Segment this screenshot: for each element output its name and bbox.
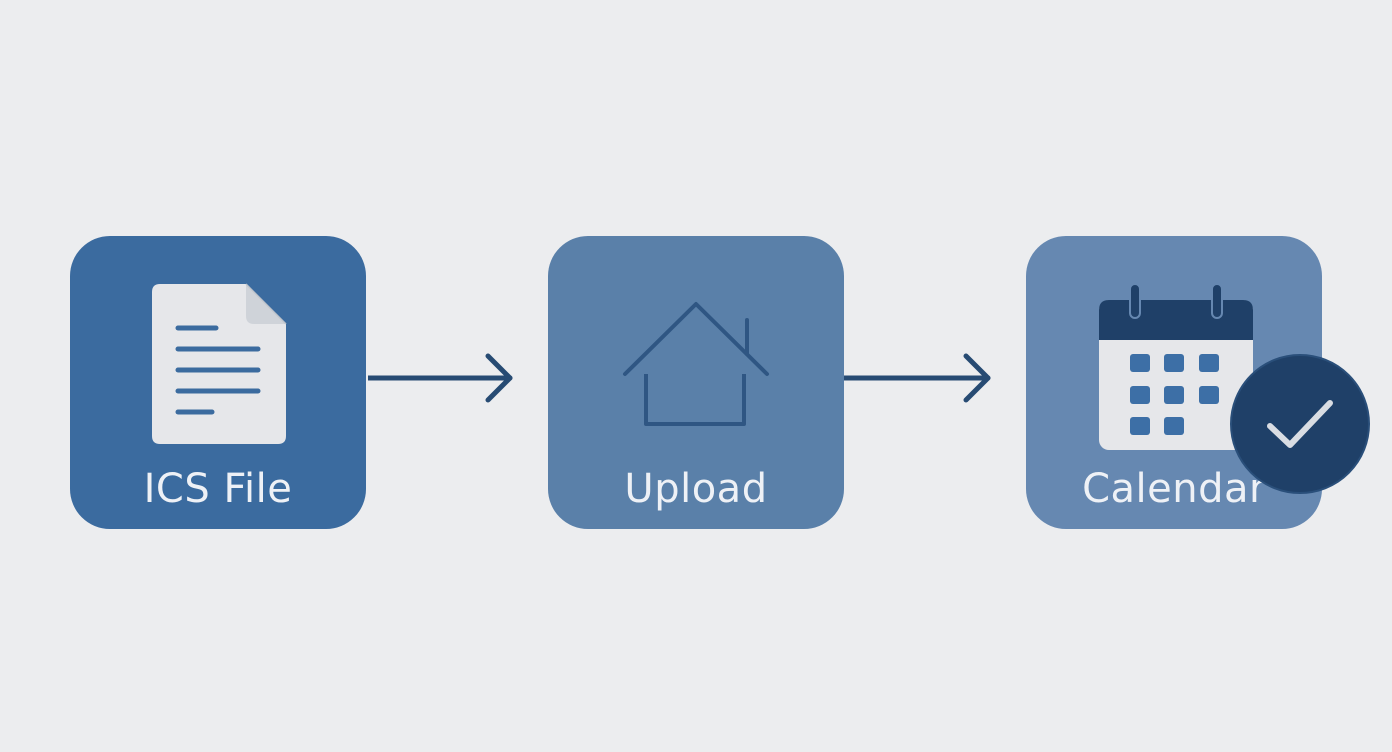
arrow-right-icon bbox=[368, 353, 513, 403]
step-upload: Upload bbox=[548, 236, 844, 529]
calendar-icon bbox=[1099, 283, 1253, 450]
step-calendar: Calendar bbox=[1026, 236, 1322, 529]
step-label: ICS File bbox=[143, 466, 293, 512]
step-ics-file: ICS File bbox=[70, 236, 366, 529]
house-icon bbox=[623, 302, 769, 426]
checkmark-icon bbox=[1230, 354, 1370, 494]
step-label: Upload bbox=[624, 466, 768, 512]
step-label: Calendar bbox=[1082, 466, 1266, 512]
arrow-right-icon bbox=[844, 353, 991, 403]
document-icon bbox=[152, 283, 287, 444]
